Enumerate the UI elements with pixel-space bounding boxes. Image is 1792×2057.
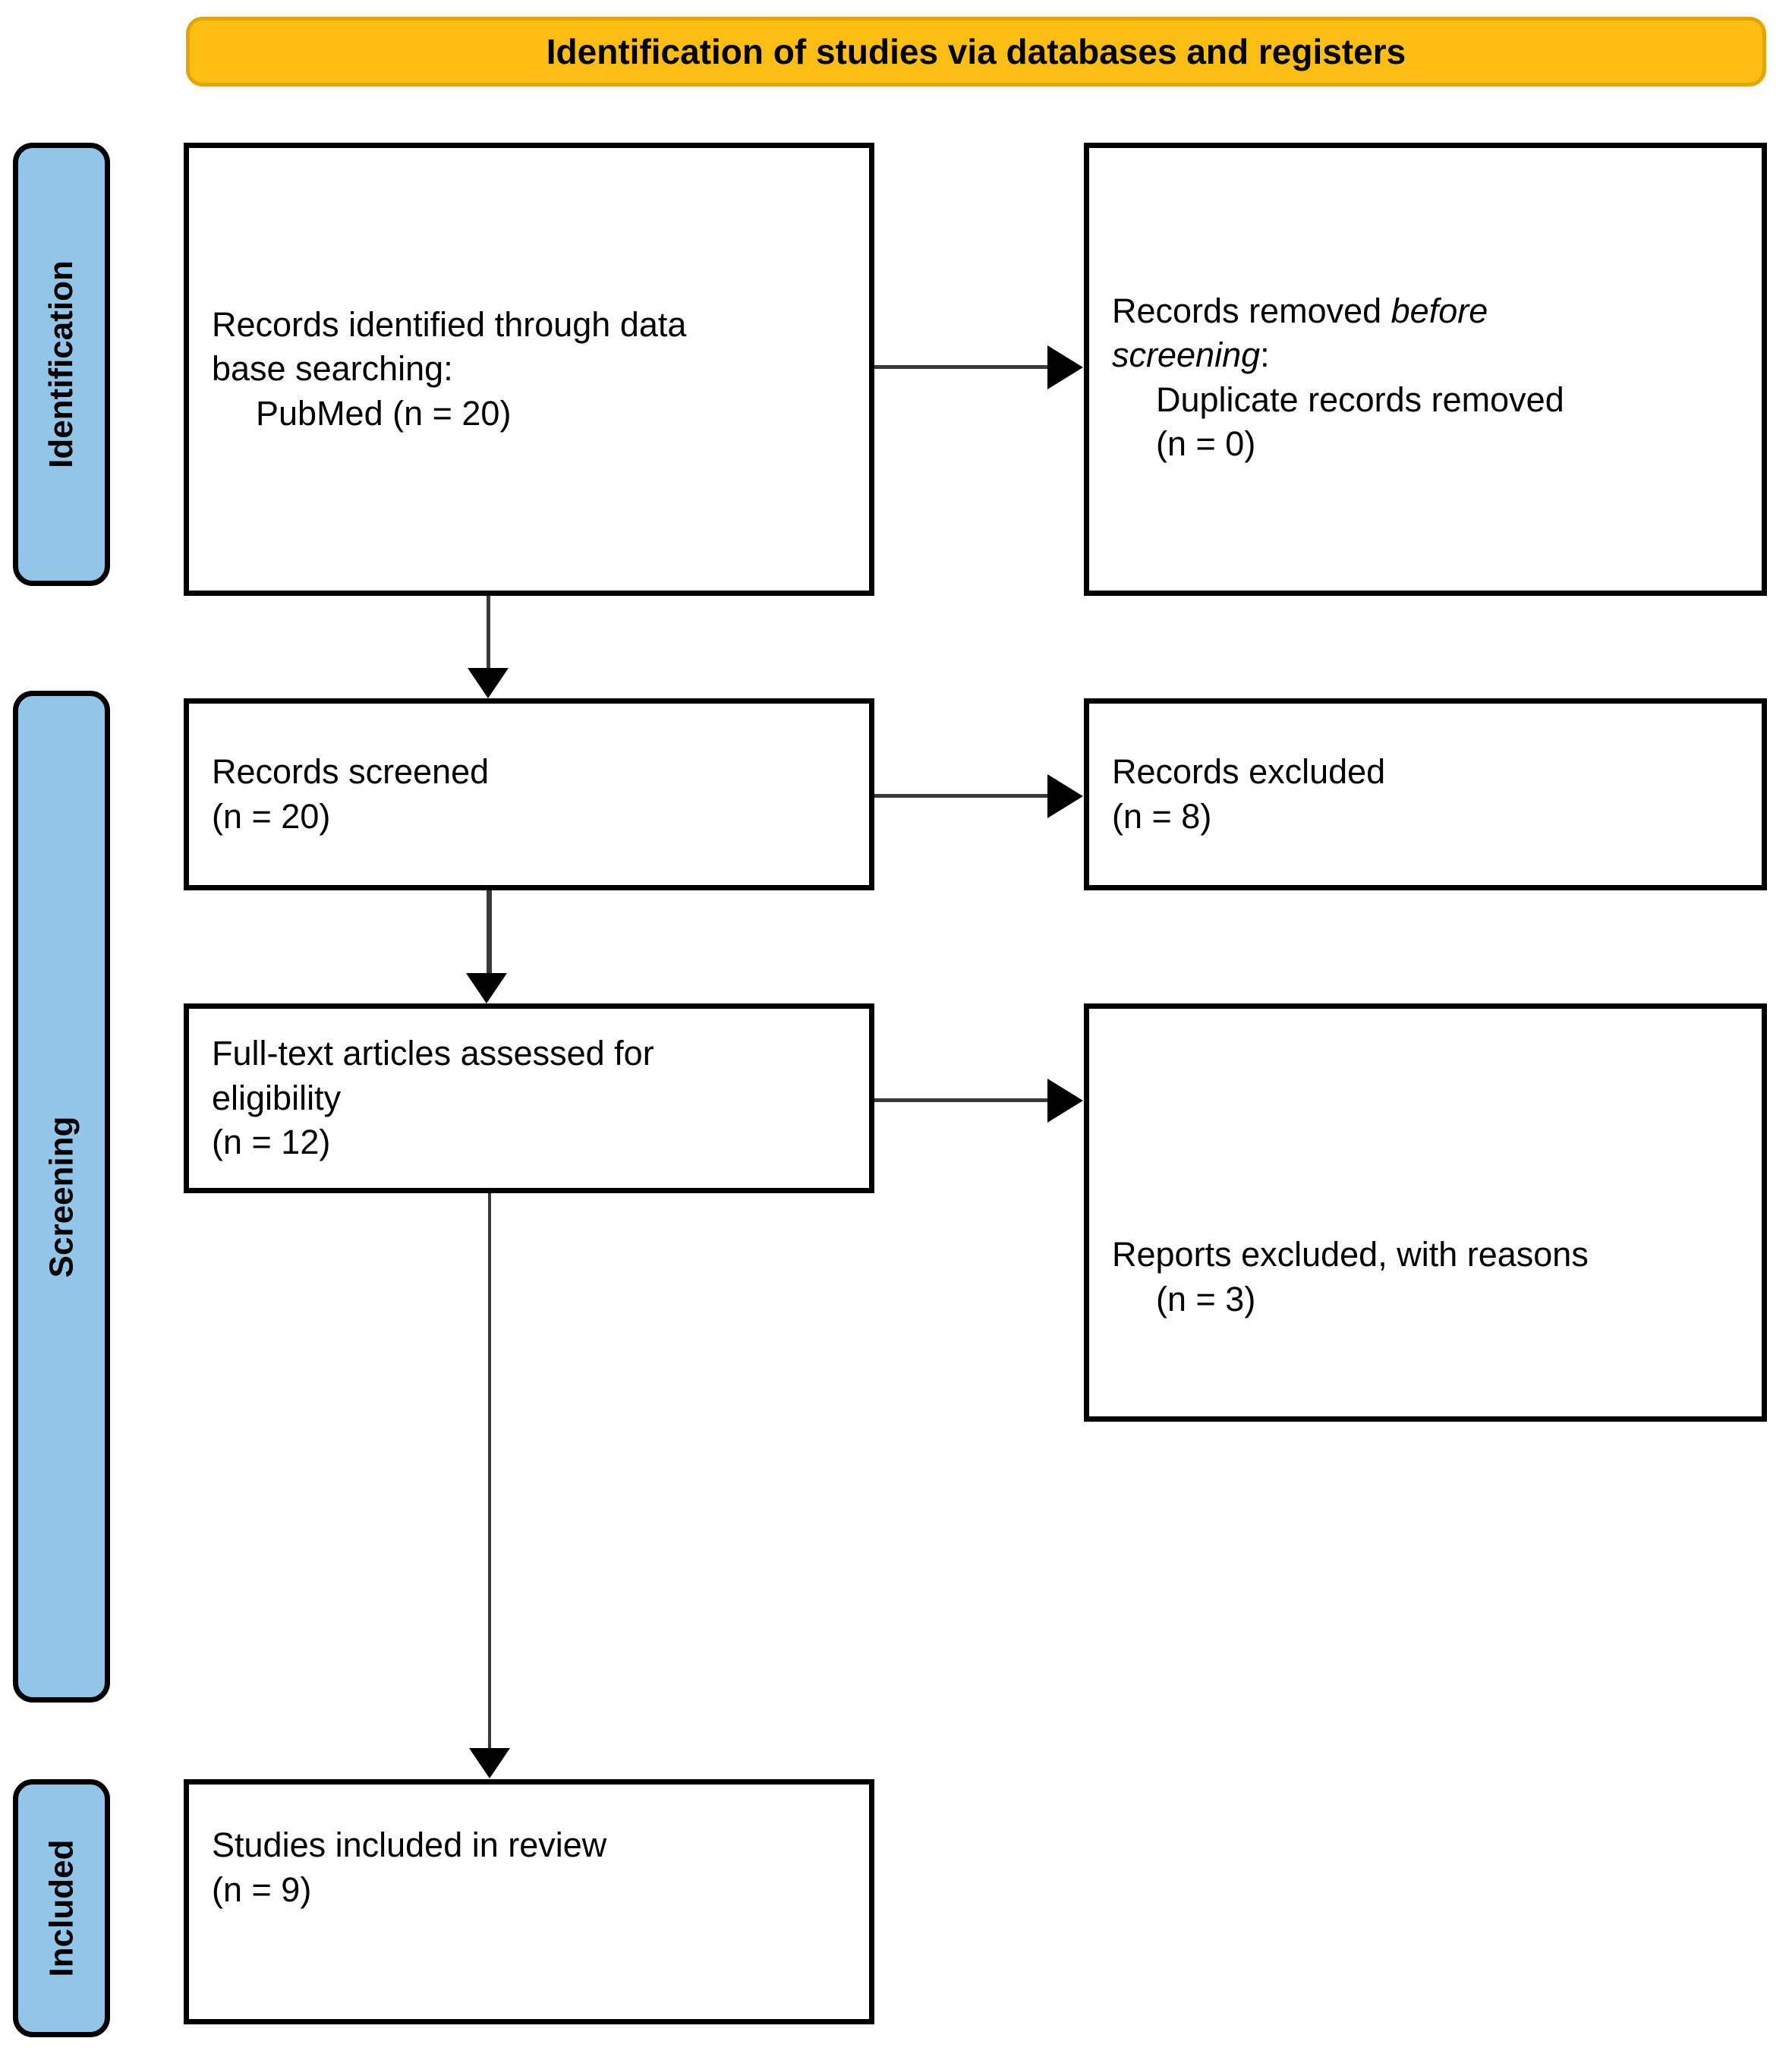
arrow-right-icon-identified-to-removed: [1047, 345, 1083, 389]
box-reports-excluded: Reports excluded, with reasons (n = 3): [1084, 1003, 1767, 1422]
records-removed-line-2-italic: screening: [1112, 335, 1261, 374]
box-fulltext-assessed-text: Full-text articles assessed for eligibil…: [189, 1032, 869, 1165]
diagram-header-banner: Identification of studies via databases …: [186, 17, 1766, 87]
records-removed-line-1-plain: Records removed: [1112, 291, 1391, 330]
stage-label-screening: Screening: [43, 1116, 80, 1277]
box-records-excluded-text: Records excluded (n = 8): [1089, 750, 1762, 839]
connector-identified-to-screened-line: [487, 596, 490, 672]
connector-screened-to-excluded-line: [874, 794, 1049, 798]
connector-identified-to-removed-line: [874, 365, 1049, 369]
box-studies-included: Studies included in review (n = 9): [184, 1779, 874, 2024]
records-removed-line-4: (n = 0): [1156, 424, 1256, 463]
box-reports-excluded-text: Reports excluded, with reasons (n = 3): [1089, 1233, 1762, 1321]
stage-bar-screening: Screening: [13, 691, 110, 1703]
box-records-removed-before-screening: Records removed before screening: Duplic…: [1084, 143, 1767, 596]
fulltext-line-3: (n = 12): [212, 1123, 331, 1162]
box-records-excluded: Records excluded (n = 8): [1084, 698, 1767, 890]
records-excluded-line-1: Records excluded: [1112, 752, 1386, 791]
fulltext-line-1: Full-text articles assessed for: [212, 1034, 654, 1073]
stage-bar-included: Included: [13, 1779, 110, 2037]
records-identified-line-1: Records identified through data: [212, 304, 687, 344]
studies-included-line-1: Studies included in review: [212, 1825, 607, 1864]
records-removed-line-2-plain: :: [1260, 335, 1270, 374]
arrow-down-icon-fulltext-to-included: [469, 1748, 510, 1778]
connector-fulltext-to-reports-excluded-line: [874, 1098, 1049, 1102]
records-identified-line-2: base searching:: [212, 349, 453, 389]
records-removed-line-3: Duplicate records removed: [1156, 380, 1564, 419]
box-records-screened: Records screened (n = 20): [184, 698, 874, 890]
reports-excluded-line-2: (n = 3): [1156, 1279, 1256, 1318]
fulltext-line-2: eligibility: [212, 1078, 342, 1117]
box-records-identified: Records identified through data base sea…: [184, 143, 874, 596]
stage-label-included: Included: [43, 1839, 80, 1977]
connector-screened-to-fulltext-line: [487, 890, 492, 975]
records-identified-line-3: PubMed (n = 20): [256, 393, 512, 433]
studies-included-line-2: (n = 9): [212, 1870, 312, 1909]
box-fulltext-assessed: Full-text articles assessed for eligibil…: [184, 1003, 874, 1193]
arrow-right-icon-screened-to-excluded: [1047, 774, 1083, 818]
records-screened-line-2: (n = 20): [212, 796, 331, 836]
stage-bar-identification: Identification: [13, 143, 110, 586]
records-removed-line-1-italic: before: [1390, 291, 1488, 330]
diagram-title: Identification of studies via databases …: [546, 32, 1406, 71]
records-screened-line-1: Records screened: [212, 752, 490, 791]
box-records-identified-text: Records identified through data base sea…: [189, 303, 869, 436]
arrow-down-icon-screened-to-fulltext: [466, 973, 507, 1003]
arrow-right-icon-fulltext-to-reports-excluded: [1047, 1079, 1083, 1123]
reports-excluded-line-1: Reports excluded, with reasons: [1112, 1235, 1589, 1274]
box-records-screened-text: Records screened (n = 20): [189, 750, 869, 839]
connector-fulltext-to-included-line: [488, 1193, 491, 1751]
stage-label-identification: Identification: [43, 260, 80, 468]
box-records-removed-text: Records removed before screening: Duplic…: [1089, 289, 1762, 467]
records-excluded-line-2: (n = 8): [1112, 796, 1212, 836]
arrow-down-icon-identified-to-screened: [468, 668, 509, 698]
box-studies-included-text: Studies included in review (n = 9): [189, 1823, 869, 1912]
